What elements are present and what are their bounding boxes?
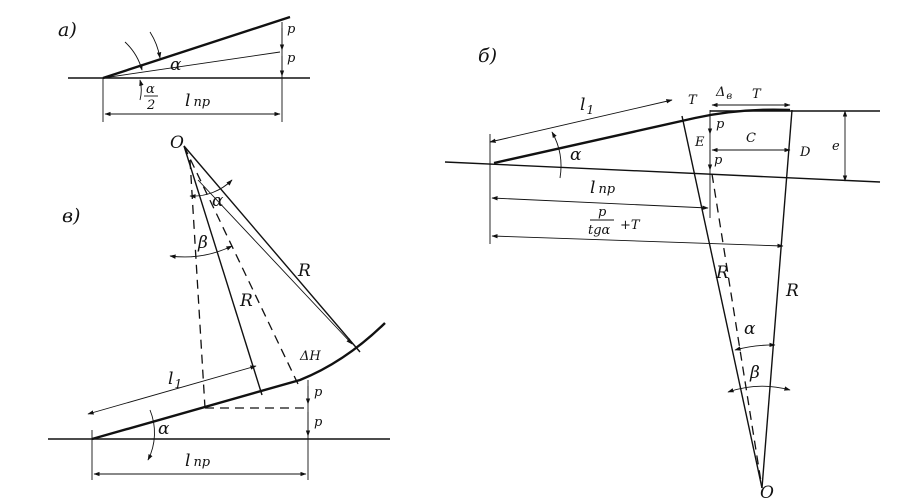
- frac-num-b: p: [598, 205, 607, 220]
- l1-dim-b: [489, 99, 673, 143]
- beta-arc-b: [727, 385, 791, 393]
- alpha-arc-bottom-v: [147, 409, 155, 461]
- l1-dim-v: [87, 365, 257, 415]
- l-np-dim-b: [491, 196, 709, 210]
- p-top-label-a: p: [287, 22, 296, 37]
- o-label-v: O: [170, 133, 184, 153]
- p-upper-label-v: p: [314, 385, 323, 400]
- p-lower-label-b: p: [714, 153, 723, 168]
- alpha-half-num-a: α: [146, 82, 155, 97]
- c-label-b: C: [746, 131, 756, 146]
- inclined-line-a: [102, 15, 291, 80]
- inclined-curve-v: [91, 322, 386, 441]
- alpha-label-a: α: [170, 55, 182, 75]
- l1-label-b: l1: [580, 95, 594, 117]
- baseline-b: [444, 161, 881, 183]
- beta-arc-v: [169, 245, 233, 259]
- alpha-arc-upper-b: [551, 131, 562, 179]
- alpha-arc-a2: [149, 31, 162, 59]
- half-alpha-arc-a: [139, 79, 144, 101]
- alpha-arc-a: [124, 41, 143, 71]
- p-bottom-label-a: p: [287, 51, 296, 66]
- beta-label-b: β: [749, 363, 760, 383]
- alpha-upper-label-b: α: [570, 145, 582, 165]
- panel-a-title: а): [58, 19, 77, 41]
- beta-label-v: β: [197, 233, 208, 253]
- r-right-label-v: R: [297, 261, 311, 281]
- alpha-top-label-v: α: [212, 191, 224, 211]
- perpendicular-dashed-v: [189, 159, 206, 409]
- p-lower-label-v: p: [314, 415, 323, 430]
- frac-dim-b: [491, 233, 784, 249]
- alpha-bottom-label-v: α: [158, 419, 170, 439]
- delta-h-label-v: ΔH: [299, 349, 321, 364]
- alpha-lower-label-b: α: [744, 319, 756, 339]
- l1-label-v: l1: [168, 369, 182, 391]
- radius-right-b: [761, 109, 793, 489]
- inclined-curve-b: [493, 108, 791, 165]
- panel-b-title: б): [478, 45, 497, 67]
- delta-label-b: Δв: [715, 85, 732, 102]
- frac-plus-b: +T: [620, 218, 641, 233]
- r-right-label-b: R: [785, 281, 799, 301]
- e-dim-label-b: e: [832, 139, 840, 154]
- panel-v-title: в): [62, 205, 80, 227]
- frac-den-b: tgα: [588, 223, 611, 238]
- r-right-dim-v: [197, 179, 353, 345]
- alpha-arc-lower-b: [734, 342, 776, 351]
- alpha-arc-top-v: [189, 179, 233, 199]
- d-point-label-b: D: [799, 145, 811, 160]
- radius-left-b: [681, 115, 763, 489]
- alpha-half-den-a: 2: [146, 98, 155, 113]
- r-left-label-b: R: [715, 263, 729, 283]
- radius-mid-v: [183, 145, 263, 396]
- radius-dashed-b: [711, 173, 763, 489]
- panel-v: в) O α β R R ΔH l1 p p α: [48, 133, 390, 480]
- p-upper-label-b: p: [716, 117, 725, 132]
- o-label-b: O: [760, 483, 774, 503]
- e-point-label-b: E: [694, 135, 705, 150]
- radius-right-v: [183, 145, 361, 353]
- r-mid-label-v: R: [239, 291, 253, 311]
- t-left-label-b: T: [688, 93, 698, 108]
- t-right-label-b: T: [752, 87, 762, 102]
- panel-b: б) l1 T Δв T: [444, 45, 881, 503]
- bisector-line-a: [102, 51, 281, 79]
